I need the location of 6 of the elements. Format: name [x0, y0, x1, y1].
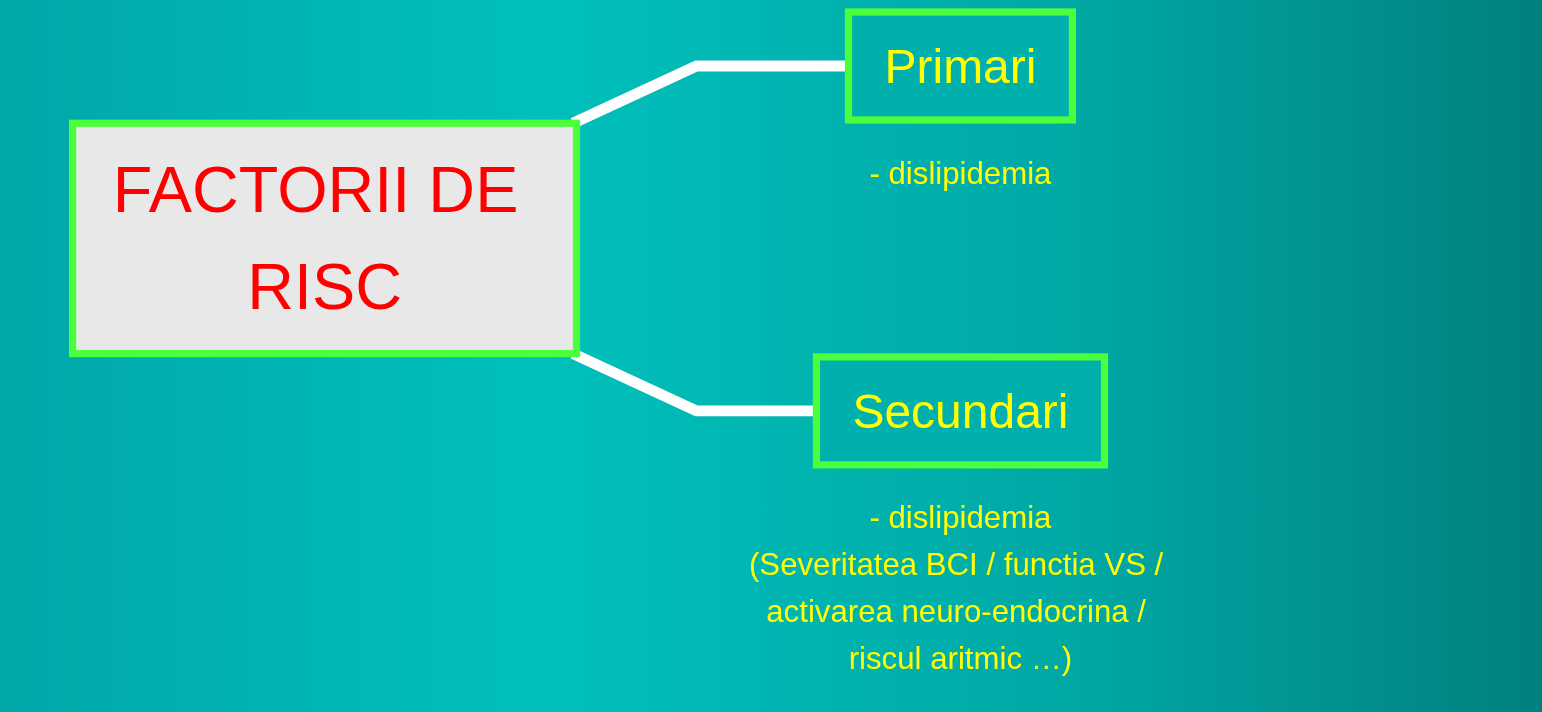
- node-box: Primari: [844, 8, 1077, 124]
- node-label: - dislipidemia: [869, 154, 1052, 191]
- node-label: - dislipidemia: [869, 499, 1052, 536]
- node-box: Secundari: [812, 353, 1109, 469]
- node-box: FACTORII DE RISC: [69, 119, 581, 358]
- node-label: (Severitatea BCI / functia VS / activarea neuro-endocrina / riscul aritmic …): [748, 546, 1164, 677]
